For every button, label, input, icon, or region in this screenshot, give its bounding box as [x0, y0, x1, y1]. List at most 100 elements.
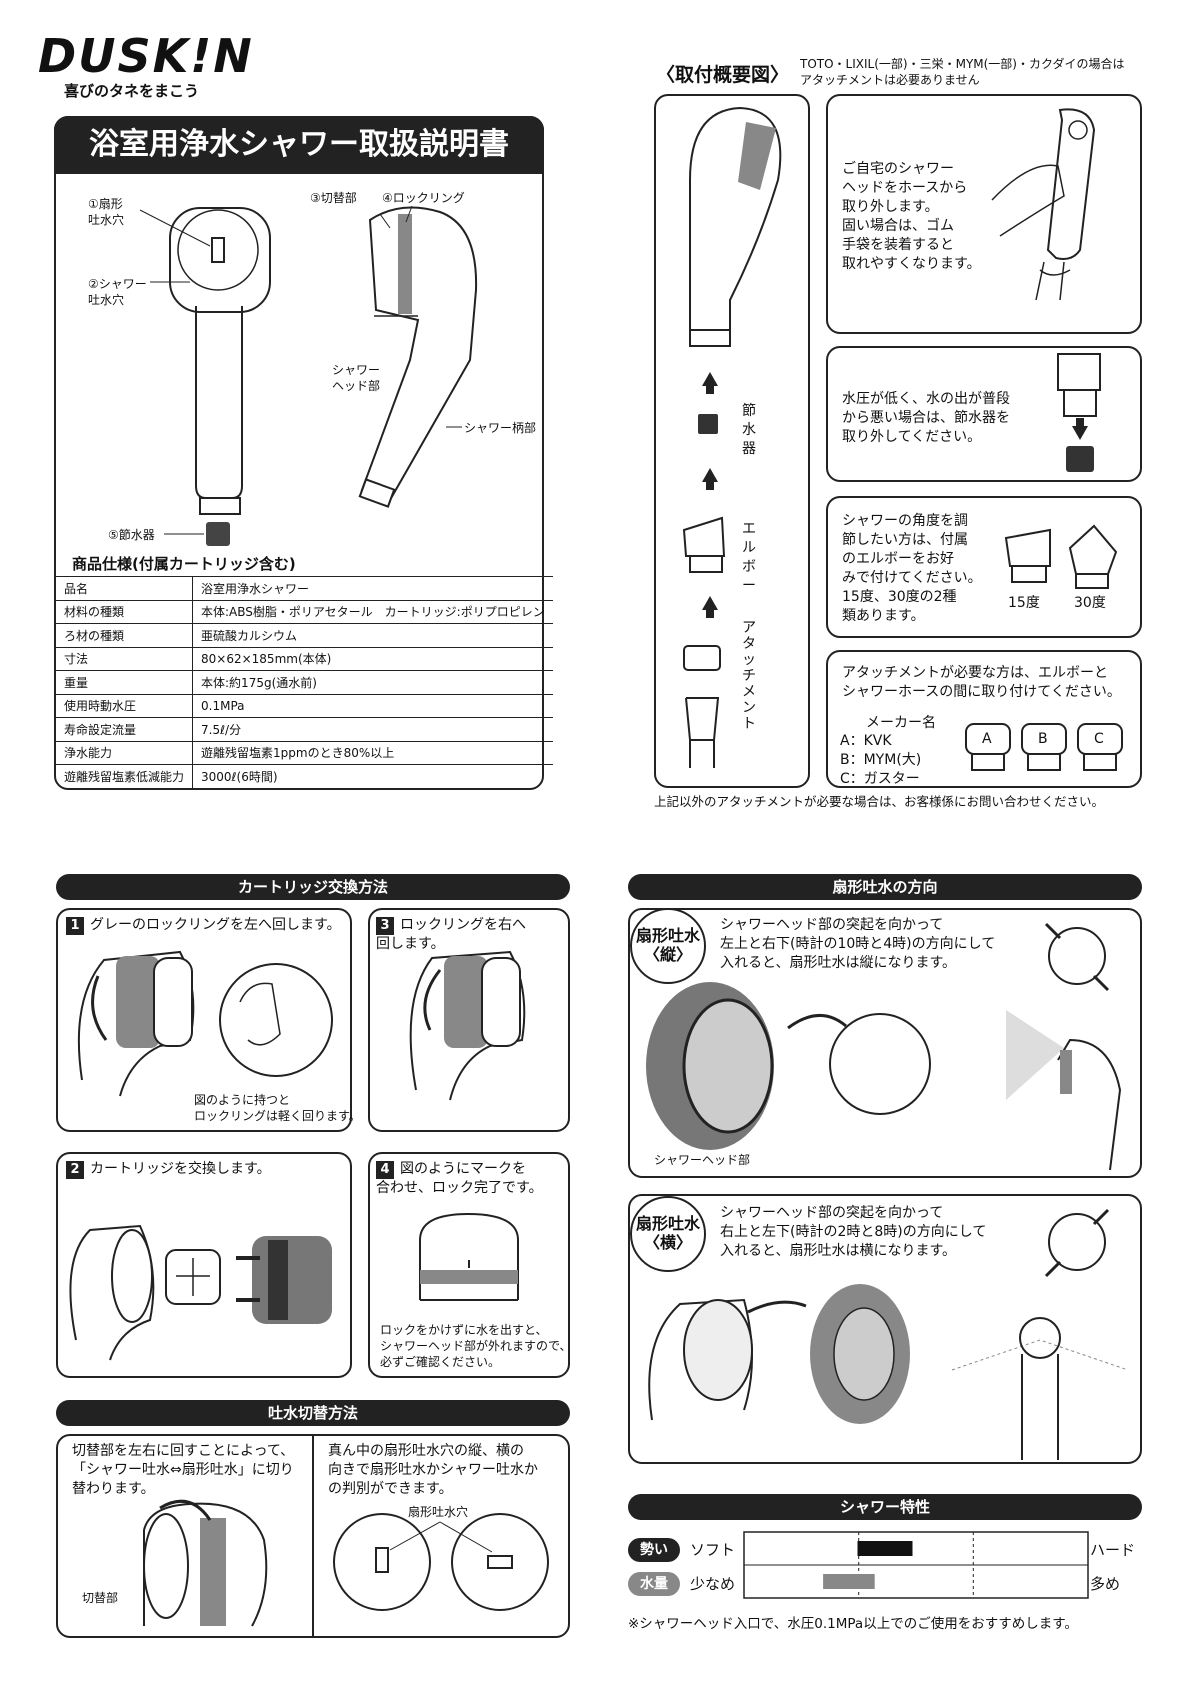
install-title: 〈取付概要図〉	[656, 64, 790, 86]
fan-vertical-label: シャワーヘッド部	[654, 1153, 751, 1167]
switching-left-label: 切替部	[82, 1591, 119, 1605]
part-label-saver: ⑤節水器	[108, 528, 155, 542]
fan-vertical-badge	[630, 908, 706, 984]
cartridge-step-1	[56, 908, 352, 1132]
part-label-lock-ring: ④ロックリング	[382, 191, 465, 205]
spec-value: 本体:ABS樹脂・ポリアセタール カートリッジ:ポリプロピレン	[192, 599, 553, 624]
install-vlabel-attach: ア タ ッ チ メ ン ト	[742, 620, 756, 732]
spec-value: 3000ℓ(6時間)	[192, 764, 553, 788]
switching-left-text: 切替部を左右に回すことによって、 「シャワー吐水⇔扇形吐水」に切り 替わります。	[72, 1443, 295, 1497]
fan-horizontal-text: シャワーヘッド部の突起を向かって 右上と左下(時計の2時と8時)の方向にして 入…	[720, 1205, 987, 1259]
attachment-label-b: B	[1038, 731, 1048, 747]
spec-key: ろ材の種類	[56, 623, 194, 647]
switching-right-text: 真ん中の扇形吐水穴の縦、横の 向きで扇形吐水かシャワー吐水か の判別ができます。	[328, 1443, 538, 1497]
spec-key: 使用時動水圧	[56, 693, 194, 718]
switching-right-label: 扇形吐水穴	[408, 1505, 469, 1519]
spec-table: 品名浴室用浄水シャワー材料の種類本体:ABS樹脂・ポリアセタール カートリッジ:…	[56, 576, 553, 788]
char-volume-right: 多め	[1090, 1575, 1121, 1593]
attachment-label-a: A	[982, 731, 992, 747]
spec-row: 材料の種類本体:ABS樹脂・ポリアセタール カートリッジ:ポリプロピレン	[56, 599, 553, 624]
characteristics-chart	[743, 1531, 1089, 1599]
cartridge-step-1-note: 図のように持つと ロックリングは軽く回ります。	[194, 1093, 361, 1123]
characteristics-note: ※シャワーヘッド入口で、水圧0.1MPa以上でのご使用をおすすめします。	[628, 1616, 1078, 1632]
char-badge-volume: 水量	[628, 1572, 680, 1596]
spec-value: 0.1MPa	[192, 693, 553, 718]
char-badge-force: 勢い	[628, 1538, 680, 1562]
cartridge-step-4-note: ロックをかけずに水を出すと、 シャワーヘッド部が外れますので、 必ずご確認くださ…	[380, 1323, 572, 1369]
spec-key: 寸法	[56, 646, 194, 671]
part-label-head: シャワー ヘッド部	[332, 363, 381, 393]
char-bar-volume	[823, 1574, 875, 1589]
spec-row: 重量本体:約175g(通水前)	[56, 670, 553, 694]
manual-title: 浴室用浄水シャワー取扱説明書	[89, 127, 509, 162]
spec-value: 80×62×185mm(本体)	[192, 646, 553, 671]
spec-key: 材料の種類	[56, 599, 194, 624]
install-step-2-text: 水圧が低く、水の出が普段 から悪い場合は、節水器を 取り外してください。	[842, 391, 1010, 445]
install-vlabel-elbow: エ ル ボ ー	[742, 521, 756, 594]
spec-value: 遊離残留塩素1ppmのとき80%以上	[192, 740, 553, 765]
install-step-4-text: アタッチメントが必要な方は、エルボーと シャワーホースの間に取り付けてください。	[842, 665, 1121, 700]
maker-list: A：KVK B：MYM(大) C：ガスター	[840, 733, 922, 787]
part-label-fan-hole: ①扇形 吐水穴	[88, 197, 125, 227]
fan-vertical-badge-text: 扇形吐水 〈縦〉	[635, 926, 700, 964]
attachment-label-c: C	[1094, 731, 1104, 747]
spec-key: 品名	[56, 576, 194, 600]
spec-row: 品名浴室用浄水シャワー	[56, 576, 553, 600]
spec-row: 浄水能力遊離残留塩素1ppmのとき80%以上	[56, 740, 553, 765]
fan-vertical-text: シャワーヘッド部の突起を向かって 左上と右下(時計の10時と4時)の方向にして …	[720, 917, 996, 971]
install-footer: 上記以外のアタッチメントが必要な場合は、お客様係にお問い合わせください。	[654, 794, 1105, 809]
cartridge-title: カートリッジ交換方法	[56, 874, 570, 900]
spec-value: 浴室用浄水シャワー	[192, 576, 553, 600]
install-vlabel-saver: 節 水 器	[742, 403, 756, 457]
spec-key: 重量	[56, 670, 194, 694]
elbow-30-label: 30度	[1074, 595, 1106, 611]
install-note: TOTO・LIXIL(一部)・三栄・MYM(一部)・カクダイの場合は アタッチメ…	[800, 57, 1125, 87]
switching-divider	[312, 1436, 314, 1636]
install-step-3-text: シャワーの角度を調 節したい方は、付属 のエルボーをお好 みで付けてください。 …	[842, 513, 982, 624]
fan-title: 扇形吐水の方向	[628, 874, 1142, 900]
install-step-1	[826, 94, 1142, 334]
spec-row: ろ材の種類亜硫酸カルシウム	[56, 623, 553, 647]
spec-key: 遊離残留塩素低減能力	[56, 764, 194, 788]
spec-value: 本体:約175g(通水前)	[192, 670, 553, 694]
install-step-3	[826, 496, 1142, 638]
part-label-shower-hole: ②シャワー 吐水穴	[88, 277, 147, 307]
spec-title: 商品仕様(付属カートリッジ含む)	[72, 555, 296, 573]
part-label-switch: ③切替部	[310, 191, 357, 205]
install-step-1-text: ご自宅のシャワー ヘッドをホースから 取り外します。 固い場合は、ゴム 手袋を装…	[842, 161, 981, 272]
spec-value: 7.5ℓ/分	[192, 717, 553, 741]
elbow-15-label: 15度	[1008, 595, 1040, 611]
spec-value: 亜硫酸カルシウム	[192, 623, 553, 647]
char-volume-left: 少なめ	[690, 1575, 736, 1593]
char-bar-force	[857, 1541, 913, 1556]
maker-title: メーカー名	[866, 715, 936, 731]
install-column	[654, 94, 810, 788]
spec-key: 浄水能力	[56, 740, 194, 765]
spec-key: 寿命設定流量	[56, 717, 194, 741]
char-force-right: ハード	[1090, 1541, 1136, 1559]
switching-title: 吐水切替方法	[56, 1400, 570, 1426]
brand-tagline: 喜びのタネをまこう	[64, 82, 200, 100]
manual-title-bar	[54, 116, 544, 174]
